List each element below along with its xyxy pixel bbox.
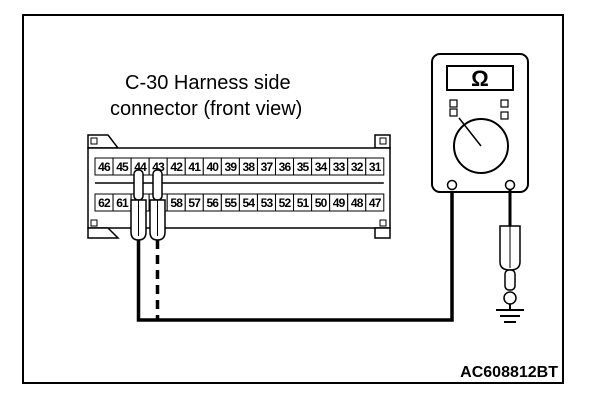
wire-solid bbox=[136, 190, 454, 322]
pin-label: 36 bbox=[279, 160, 292, 174]
pin-label: 32 bbox=[351, 160, 364, 174]
pin-label: 55 bbox=[225, 196, 238, 210]
dial-pointer bbox=[458, 117, 482, 147]
pin-label: 38 bbox=[243, 160, 256, 174]
connector-latch-bottom-left bbox=[87, 227, 120, 239]
bottom-pin-row: 62 61 58 57 56 55 54 53 52 51 50 49 48 47 bbox=[94, 193, 385, 212]
pin-label: 35 bbox=[297, 160, 310, 174]
mode-indicator-left bbox=[449, 99, 458, 108]
pin-label: 52 bbox=[279, 196, 292, 210]
multimeter: Ω bbox=[431, 53, 529, 193]
multimeter-display bbox=[446, 65, 514, 91]
probe-dashed bbox=[149, 169, 166, 241]
mount-hole-bl bbox=[90, 219, 98, 227]
pin-label: 61 bbox=[116, 196, 129, 210]
pin-label: 62 bbox=[98, 196, 111, 210]
pin-label: 51 bbox=[297, 196, 310, 210]
mount-hole-br bbox=[379, 219, 387, 227]
figure-border bbox=[22, 14, 564, 384]
pin-label: 31 bbox=[369, 160, 382, 174]
pin-label: 42 bbox=[170, 160, 183, 174]
pin-label: 37 bbox=[261, 160, 274, 174]
probe-ground bbox=[499, 225, 521, 305]
ohm-symbol: Ω bbox=[471, 66, 489, 91]
pin-label: 33 bbox=[333, 160, 346, 174]
mount-hole-tl bbox=[90, 137, 98, 145]
pin-label: 57 bbox=[188, 196, 201, 210]
mount-hole-tr bbox=[379, 137, 387, 145]
probe-jack-left bbox=[446, 179, 458, 191]
mode-indicator-right bbox=[500, 99, 509, 108]
probe-jack-right bbox=[504, 179, 516, 191]
mode-indicator-left-2 bbox=[449, 108, 458, 117]
pin-label: 40 bbox=[206, 160, 219, 174]
pin-label: 56 bbox=[206, 196, 219, 210]
pin-label: 54 bbox=[243, 196, 256, 210]
connector-title-line2: connector (front view) bbox=[110, 98, 302, 120]
probe-solid bbox=[130, 169, 147, 241]
pin-label: 34 bbox=[315, 160, 328, 174]
pin-label: 45 bbox=[116, 160, 129, 174]
pin-label: 53 bbox=[261, 196, 274, 210]
pin-label: 49 bbox=[333, 196, 346, 210]
ground-symbol bbox=[496, 304, 524, 323]
pin-label: 46 bbox=[98, 160, 111, 174]
pin-label: 41 bbox=[188, 160, 201, 174]
connector-latch-bottom-right bbox=[374, 227, 391, 239]
pin-label: 58 bbox=[170, 196, 183, 210]
pin-cell bbox=[365, 193, 385, 212]
pin-label: 50 bbox=[315, 196, 328, 210]
figure-code: AC608812BT bbox=[460, 364, 558, 381]
pin-cell bbox=[365, 157, 385, 176]
mode-indicator-right-2 bbox=[500, 111, 509, 120]
pin-label: 48 bbox=[351, 196, 364, 210]
pin-label: 39 bbox=[225, 160, 238, 174]
connector-title-line1: C-30 Harness side bbox=[125, 72, 291, 94]
pin-label: 47 bbox=[369, 196, 382, 210]
